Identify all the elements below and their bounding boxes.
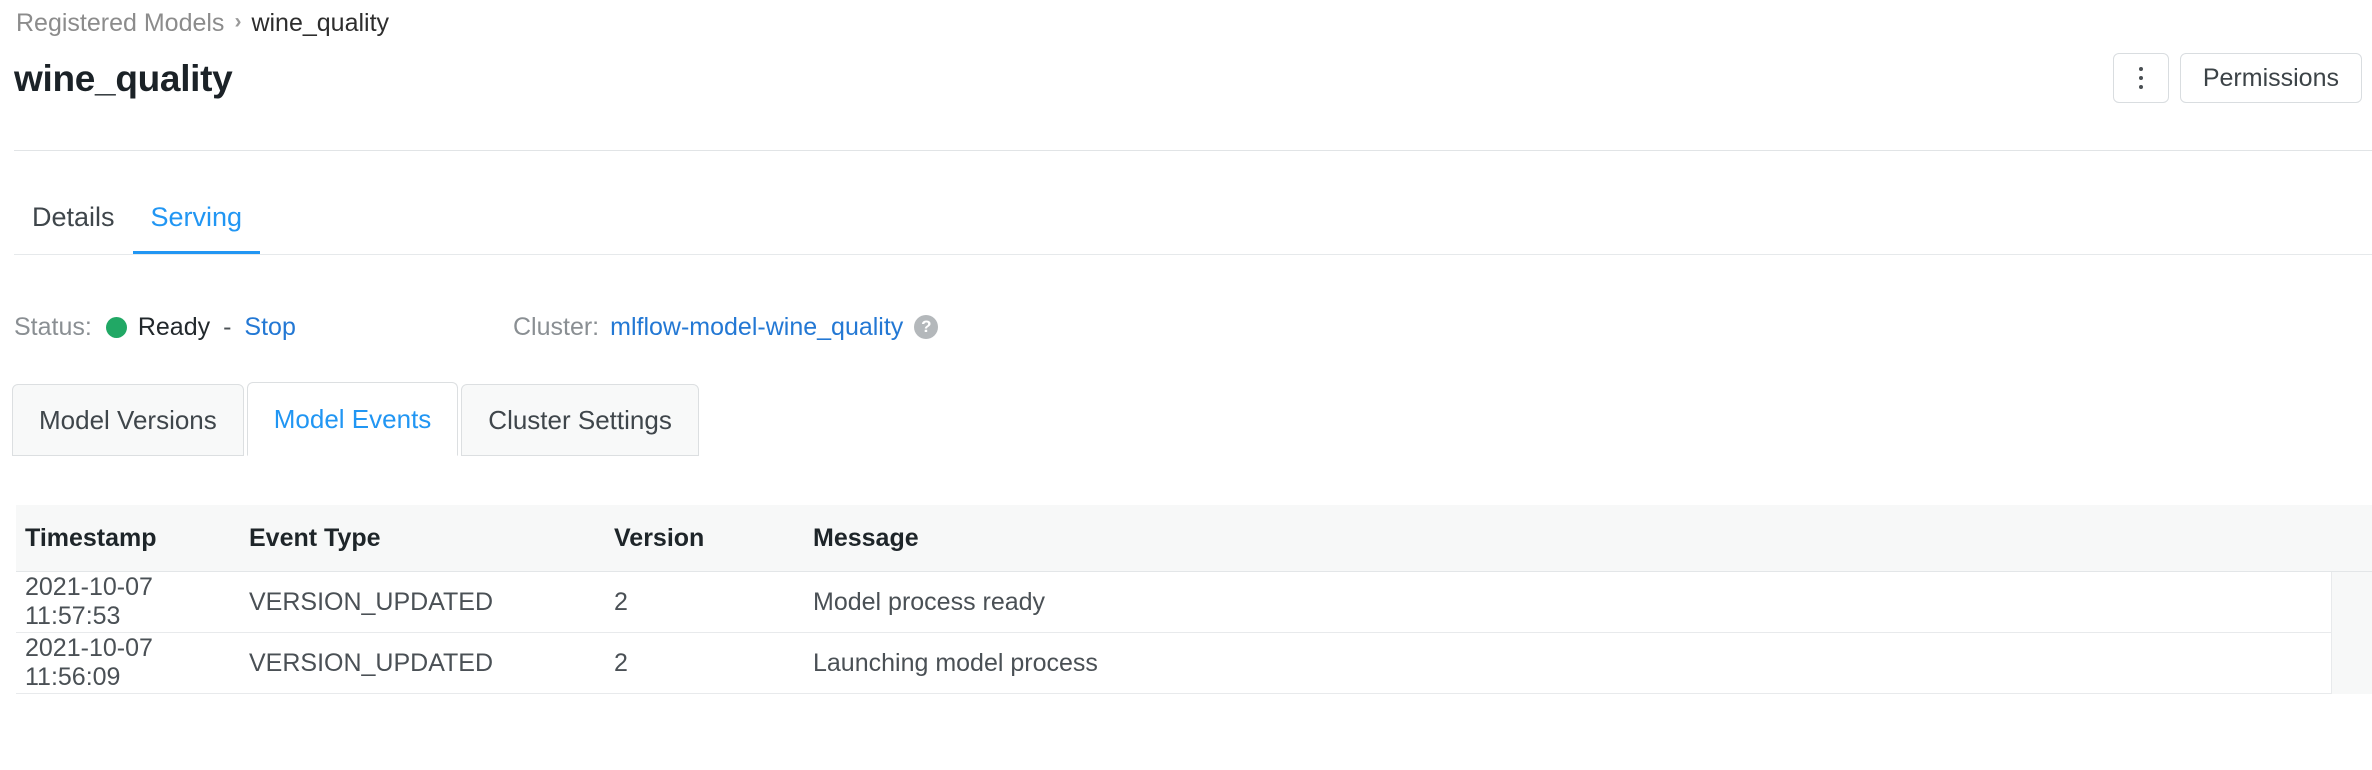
primary-tabs: Details Serving — [14, 200, 261, 255]
cluster-row: Cluster: mlflow-model-wine_quality ? — [513, 310, 939, 344]
page-title: wine_quality — [14, 58, 233, 99]
column-header-timestamp: Timestamp — [25, 523, 157, 552]
cell-message: Launching model process — [813, 648, 1098, 677]
breadcrumb-current: wine_quality — [251, 9, 390, 37]
cluster-link[interactable]: mlflow-model-wine_quality — [610, 313, 904, 341]
status-dash: - — [223, 313, 232, 341]
status-dot-icon — [105, 316, 127, 338]
table-rows: 2021-10-07 11:57:53 VERSION_UPDATED 2 Mo… — [16, 572, 2332, 694]
model-events-table: Timestamp Event Type Version Message 202… — [16, 505, 2372, 770]
breadcrumb-separator-icon: › — [234, 10, 242, 33]
tab-serving[interactable]: Serving — [132, 200, 261, 255]
status-row: Status: Ready - Stop — [14, 310, 296, 344]
header-divider — [14, 150, 2372, 151]
page-header-actions: Permissions — [2112, 53, 2362, 103]
kebab-menu-icon — [2138, 67, 2143, 89]
table-vertical-scrollbar[interactable] — [2331, 572, 2372, 694]
primary-tabs-underline — [14, 254, 2372, 255]
breadcrumb: Registered Models › wine_quality — [16, 8, 389, 38]
cell-timestamp: 2021-10-07 11:57:53 — [25, 573, 153, 630]
column-header-version: Version — [614, 523, 705, 552]
table-header-row: Timestamp Event Type Version Message — [16, 505, 2372, 572]
permissions-button[interactable]: Permissions — [2179, 53, 2362, 103]
table-body: 2021-10-07 11:57:53 VERSION_UPDATED 2 Mo… — [16, 572, 2372, 694]
subtab-model-versions[interactable]: Model Versions — [12, 384, 244, 456]
cell-timestamp: 2021-10-07 11:56:09 — [25, 634, 153, 691]
subtab-cluster-settings[interactable]: Cluster Settings — [461, 384, 699, 456]
tab-details[interactable]: Details — [32, 202, 115, 232]
status-label: Status: — [14, 313, 92, 341]
cluster-label: Cluster: — [513, 313, 600, 341]
cell-event-type: VERSION_UPDATED — [249, 648, 494, 677]
column-header-message: Message — [813, 523, 919, 552]
status-badge: Ready - Stop — [105, 310, 296, 344]
status-value: Ready — [137, 313, 211, 341]
help-icon[interactable]: ? — [914, 315, 939, 339]
cell-version: 2 — [614, 587, 628, 616]
stop-serving-link[interactable]: Stop — [244, 313, 296, 341]
page-header: wine_quality Permissions — [0, 48, 2372, 110]
column-header-event-type: Event Type — [249, 523, 381, 552]
cell-event-type: VERSION_UPDATED — [249, 587, 494, 616]
table-row[interactable]: 2021-10-07 11:57:53 VERSION_UPDATED 2 Mo… — [16, 572, 2331, 633]
cell-version: 2 — [614, 648, 628, 677]
table-row[interactable]: 2021-10-07 11:56:09 VERSION_UPDATED 2 La… — [16, 633, 2331, 694]
breadcrumb-link-registered-models[interactable]: Registered Models — [16, 9, 225, 37]
serving-subtabs: Model Versions Model Events Cluster Sett… — [12, 382, 702, 456]
more-options-button[interactable] — [2112, 53, 2169, 103]
subtab-model-events[interactable]: Model Events — [246, 382, 459, 456]
cell-message: Model process ready — [813, 587, 1046, 616]
